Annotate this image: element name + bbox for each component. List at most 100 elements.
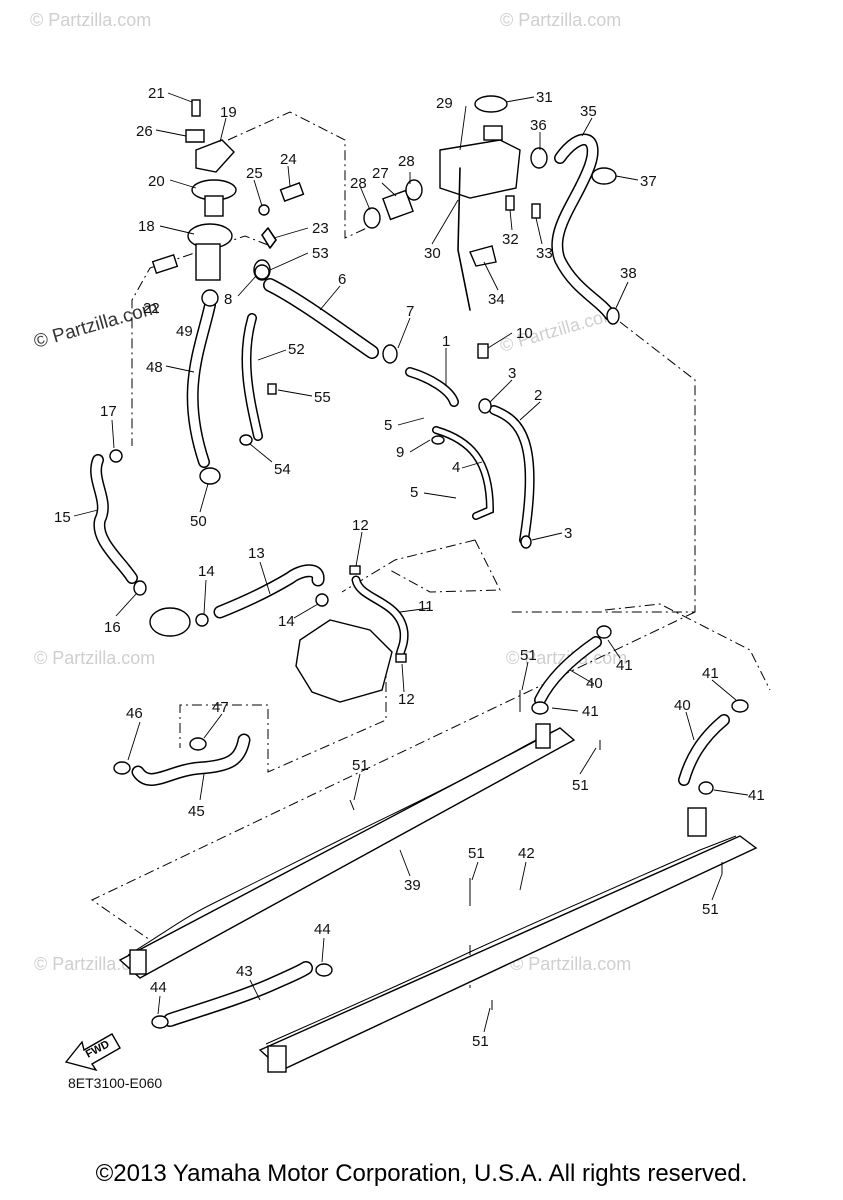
clamp-44 [151, 1015, 169, 1029]
callout-10: 10 [516, 325, 533, 342]
middle-hoses [186, 264, 535, 549]
callout-41-b: 41 [702, 665, 719, 682]
clamp-28 [363, 207, 381, 229]
callout-45: 45 [188, 803, 205, 820]
callout-41-d: 41 [748, 787, 765, 804]
cap-31 [474, 95, 508, 113]
heat-exchangers [118, 625, 758, 1073]
callout-32: 32 [502, 231, 519, 248]
clamp-17 [109, 449, 123, 463]
water-pump [295, 619, 393, 703]
bolt-32 [505, 195, 515, 211]
callout-4: 4 [452, 459, 460, 476]
callout-51-e: 51 [702, 901, 719, 918]
clamp-36 [530, 147, 548, 169]
callout-12-b: 12 [398, 691, 415, 708]
clamp-49 [201, 289, 219, 307]
callout-15: 15 [54, 509, 71, 526]
callout-labels: 21 19 26 20 25 24 18 23 53 22 8 49 6 7 1… [54, 85, 765, 1050]
bracket-26 [185, 129, 205, 143]
callout-26: 26 [136, 123, 153, 140]
callout-14: 14 [198, 563, 215, 580]
callout-36: 36 [530, 117, 547, 134]
callout-21: 21 [148, 85, 165, 102]
callout-2: 2 [534, 387, 542, 404]
callout-34: 34 [488, 291, 505, 308]
callout-37: 37 [640, 173, 657, 190]
callout-3-b: 3 [564, 525, 572, 542]
callout-11: 11 [418, 598, 434, 615]
callout-25: 25 [246, 165, 263, 182]
callout-51: 51 [520, 647, 537, 664]
sensor-24 [279, 182, 305, 202]
callout-42: 42 [518, 845, 535, 862]
callout-40-b: 40 [674, 697, 691, 714]
callout-17: 17 [100, 403, 117, 420]
watermark-left: © Partzilla.com [32, 297, 161, 352]
callout-22: 22 [143, 300, 160, 317]
callout-5: 5 [384, 417, 392, 434]
callout-40: 40 [586, 675, 603, 692]
callout-6: 6 [338, 271, 346, 288]
callout-20: 20 [148, 173, 165, 190]
callout-7: 7 [406, 303, 414, 320]
callout-16: 16 [104, 619, 121, 636]
lower-left-hoses [90, 449, 409, 786]
clamp-16 [133, 580, 147, 596]
callout-5-b: 5 [410, 484, 418, 501]
callout-33: 33 [536, 245, 553, 262]
callout-44: 44 [314, 921, 331, 938]
clip-34 [469, 245, 497, 267]
pump-body [149, 607, 191, 637]
clamp-41 [596, 625, 612, 639]
callout-12: 12 [352, 517, 369, 534]
callout-28: 28 [398, 153, 415, 170]
callout-47: 47 [212, 699, 229, 716]
watermark-top-right: © Partzilla.com [500, 10, 621, 30]
callout-53: 53 [312, 245, 329, 262]
callout-41-c: 41 [582, 703, 599, 720]
clamp-46 [113, 761, 131, 775]
callout-27: 27 [372, 165, 389, 182]
callout-49: 49 [176, 323, 193, 340]
fwd-arrow: FWD [64, 1033, 121, 1072]
callout-35: 35 [580, 103, 597, 120]
clamp-3 [478, 398, 492, 414]
thermostat-assembly [151, 99, 305, 281]
watermark-top-left: © Partzilla.com [30, 10, 151, 30]
callout-51-f: 51 [472, 1033, 489, 1050]
bolt-21 [191, 99, 201, 117]
clamp-9 [431, 435, 445, 445]
callout-39: 39 [404, 877, 421, 894]
callout-14-b: 14 [278, 613, 295, 630]
callout-24: 24 [280, 151, 297, 168]
clamp-47 [189, 737, 207, 751]
clamp-54 [239, 434, 253, 446]
copyright-notice: ©2013 Yamaha Motor Corporation, U.S.A. A… [95, 1160, 748, 1187]
clamp-23 [261, 227, 277, 249]
callout-29: 29 [436, 95, 453, 112]
watermark-left-2: © Partzilla.com [34, 648, 155, 668]
tank-29 [439, 139, 521, 199]
callout-48: 48 [146, 359, 163, 376]
hose-30 [457, 167, 471, 311]
callout-51-d: 51 [468, 845, 485, 862]
cover-19 [195, 139, 235, 173]
callout-54: 54 [274, 461, 291, 478]
bolt-10 [477, 343, 489, 359]
washer-25 [258, 204, 270, 216]
clamp-12 [349, 565, 361, 575]
callout-43: 43 [236, 963, 253, 980]
callout-13: 13 [248, 545, 265, 562]
callout-1: 1 [442, 333, 450, 350]
clamp-38 [606, 307, 620, 325]
callout-55: 55 [314, 389, 331, 406]
clamp-14 [195, 613, 209, 627]
callout-50: 50 [190, 513, 207, 530]
callout-3: 3 [508, 365, 516, 382]
callout-9: 9 [396, 444, 404, 461]
hose-22 [151, 254, 179, 274]
callout-31: 31 [536, 89, 553, 106]
bolt-33 [531, 203, 541, 219]
